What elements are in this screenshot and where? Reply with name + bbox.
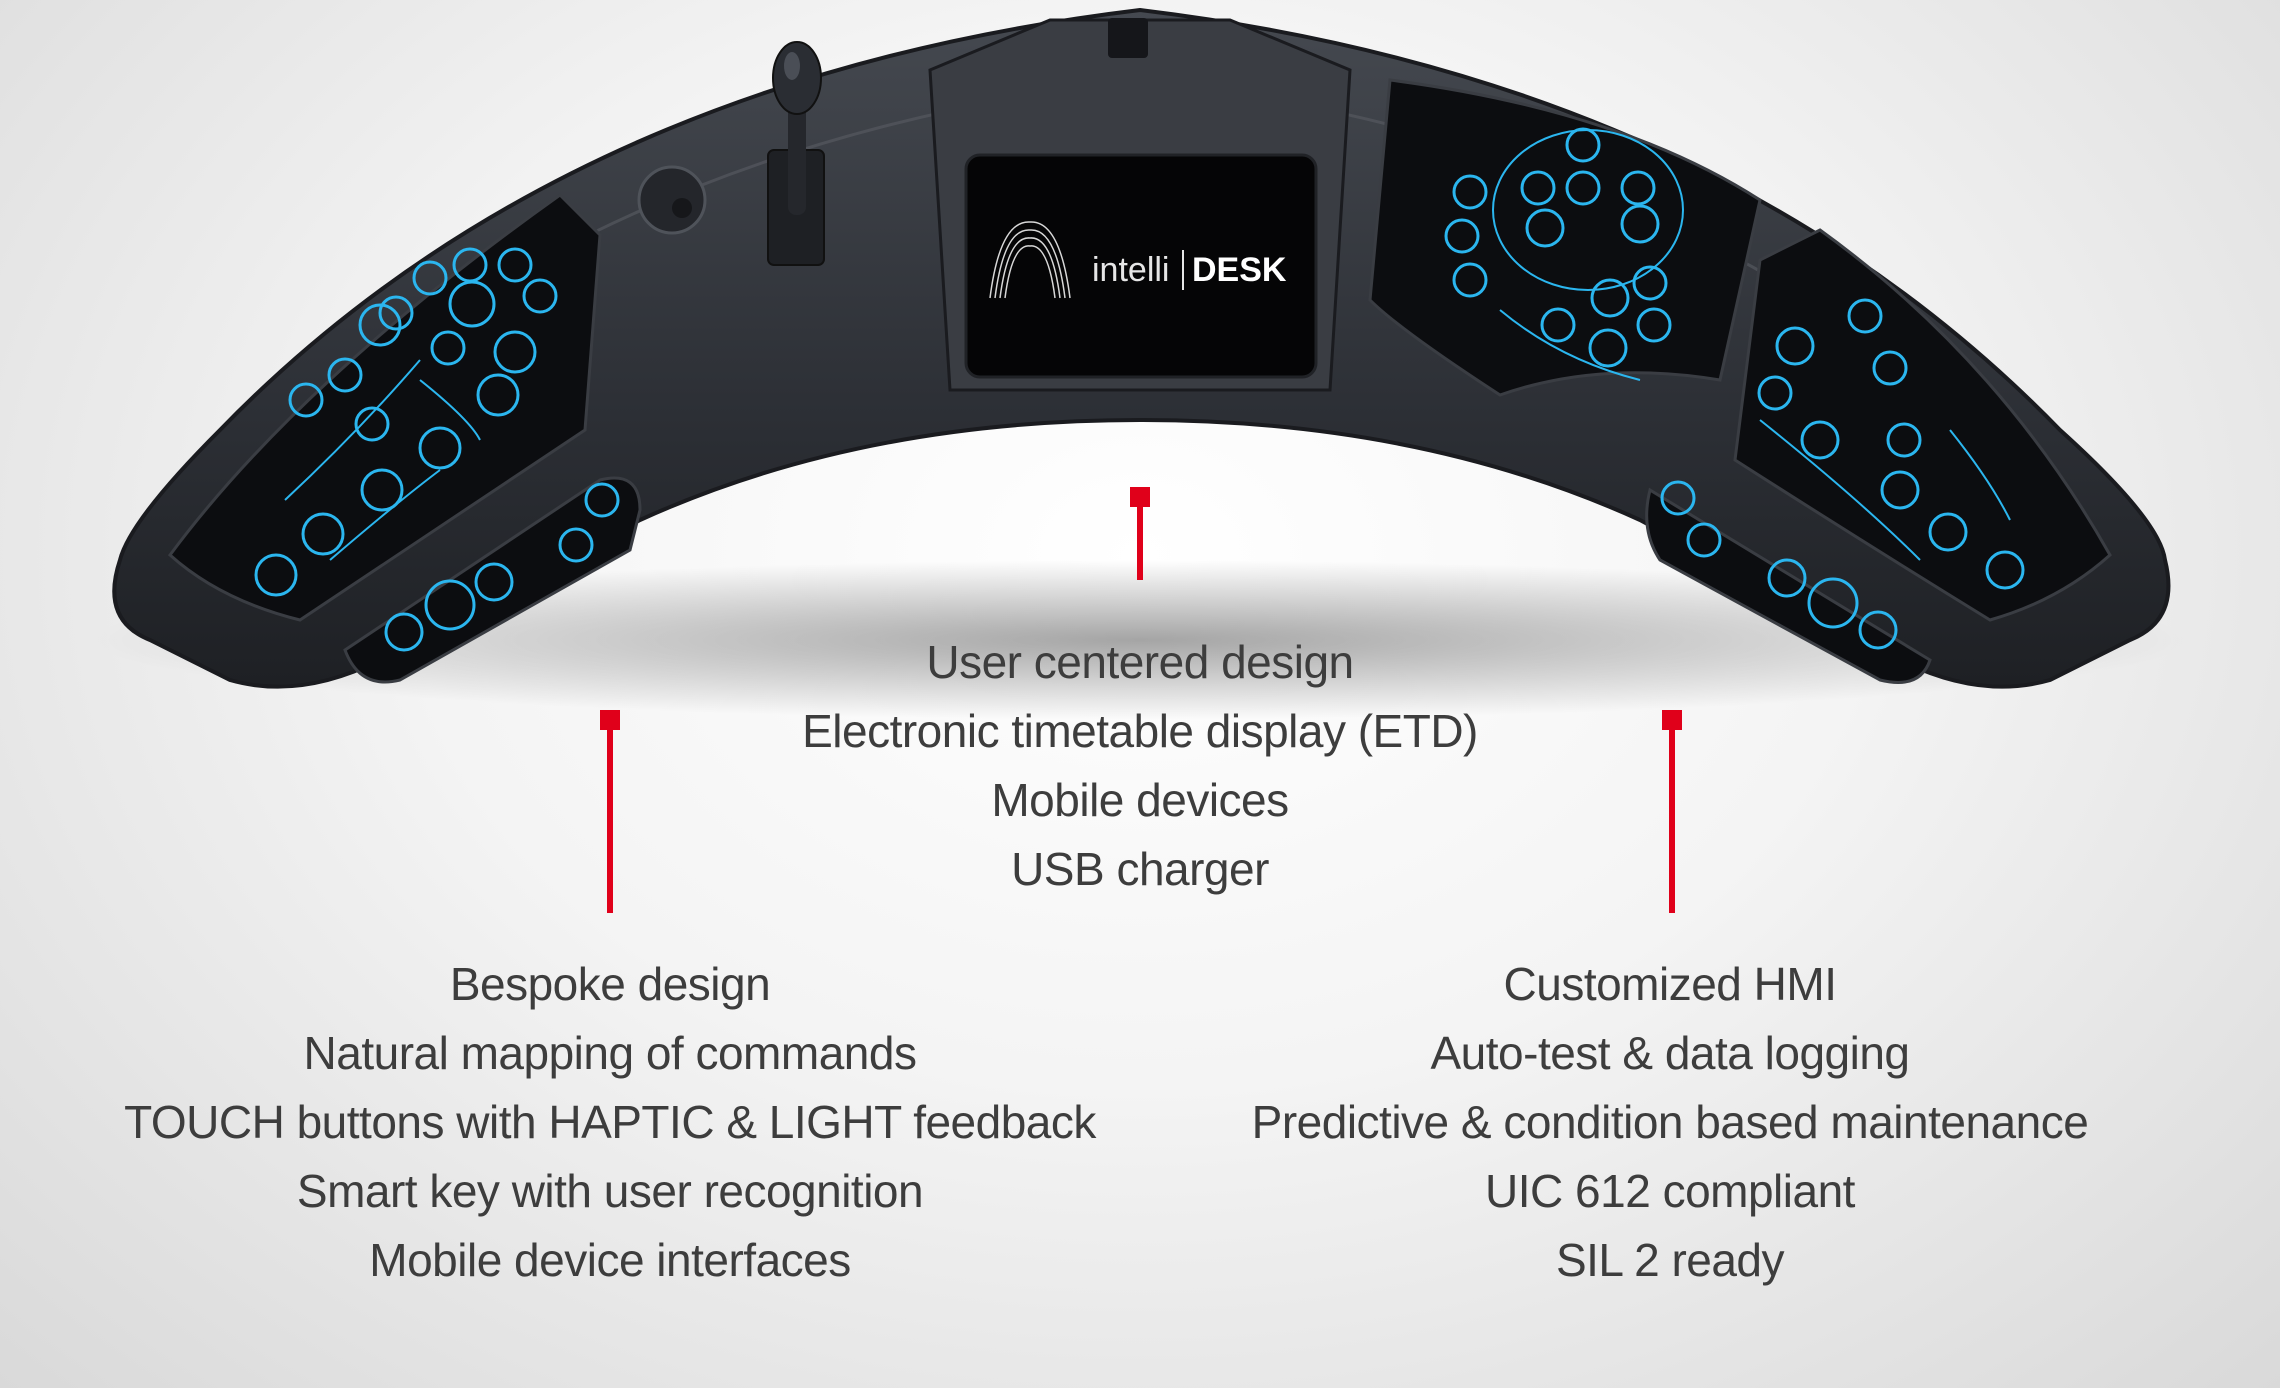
left-lower-panel <box>343 476 642 684</box>
callout-marker-left-head <box>600 710 620 730</box>
intellidesk-logo-icon <box>989 221 1071 299</box>
feature-item: UIC 612 compliant <box>1485 1165 1855 1217</box>
callout-marker-center-head <box>1130 487 1150 507</box>
left-feature-list: Bespoke design Natural mapping of comman… <box>60 950 1160 1295</box>
desk-shadow <box>90 560 2190 720</box>
screen-brand-right: DESK <box>1192 251 1287 289</box>
center-feature-list: User centered design Electronic timetabl… <box>640 628 1640 904</box>
feature-item: Natural mapping of commands <box>303 1027 917 1079</box>
callout-marker-right-line <box>1669 728 1675 913</box>
right-feature-list: Customized HMI Auto-test & data logging … <box>1170 950 2170 1295</box>
feature-item: Mobile device interfaces <box>369 1234 851 1286</box>
center-screen <box>964 153 1318 379</box>
usb-charger-slot <box>1108 18 1148 58</box>
right-touch-panel <box>1733 228 2112 622</box>
left-lower-buttons[interactable] <box>384 482 620 652</box>
screen-brand-left: intelli <box>1092 251 1169 289</box>
feature-item: Predictive & condition based maintenance <box>1251 1096 2089 1148</box>
feature-item: SIL 2 ready <box>1555 1234 1785 1286</box>
feature-item: Customized HMI <box>1503 958 1837 1010</box>
smart-key-knob[interactable] <box>637 165 707 235</box>
right-upper-panel-buttons[interactable] <box>1444 127 1684 381</box>
master-controller-joystick[interactable] <box>767 41 825 266</box>
feature-item: Electronic timetable display (ETD) <box>802 705 1478 757</box>
right-upper-panel <box>1368 78 1762 397</box>
feature-item: Smart key with user recognition <box>296 1165 924 1217</box>
feature-item: TOUCH buttons with HAPTIC & LIGHT feedba… <box>124 1096 1096 1148</box>
feature-item: User centered design <box>926 636 1354 688</box>
right-lower-buttons[interactable] <box>1660 480 1898 650</box>
callout-marker-right-head <box>1662 710 1682 730</box>
left-panel-buttons[interactable] <box>254 247 558 597</box>
callout-marker-left-line <box>607 728 613 913</box>
right-panel-buttons[interactable] <box>1757 298 2025 590</box>
feature-item: Auto-test & data logging <box>1430 1027 1911 1079</box>
feature-item: Mobile devices <box>991 774 1289 826</box>
feature-item: USB charger <box>1011 843 1269 895</box>
callout-marker-center-line <box>1137 505 1143 580</box>
feature-item: Bespoke design <box>449 958 771 1010</box>
